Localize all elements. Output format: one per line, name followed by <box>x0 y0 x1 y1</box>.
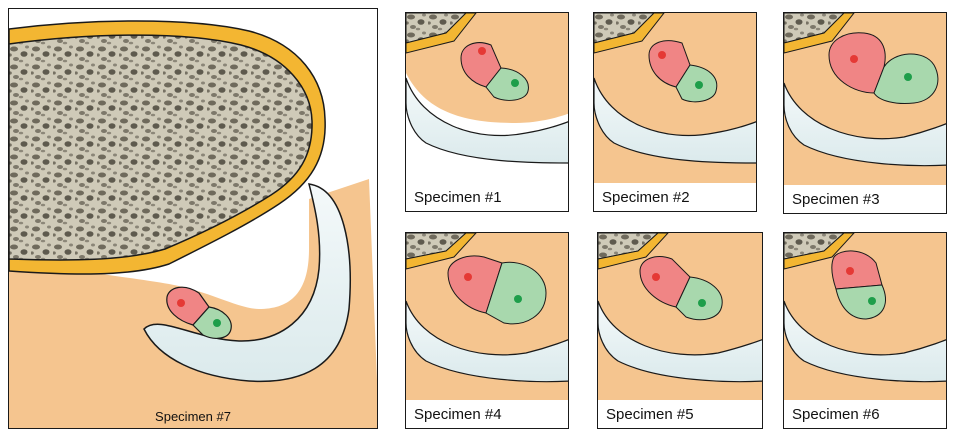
panel-caption: Specimen #4 <box>414 406 502 423</box>
specimen-5-illustration <box>598 233 763 429</box>
panel-caption: Specimen #1 <box>414 189 502 206</box>
panel-caption: Specimen #6 <box>792 406 880 423</box>
panel-specimen-6: Specimen #6 <box>783 232 947 429</box>
specimen-1-illustration <box>406 13 569 212</box>
specimen-4-illustration <box>406 233 569 429</box>
panel-caption: Specimen #7 <box>9 409 377 424</box>
panel-specimen-5: Specimen #5 <box>597 232 763 429</box>
specimen-2-illustration <box>594 13 757 212</box>
trabecular-bone <box>9 35 312 260</box>
panel-specimen-3: Specimen #3 <box>783 12 947 214</box>
panel-caption: Specimen #2 <box>602 189 690 206</box>
panel-caption: Specimen #3 <box>792 191 880 208</box>
panel-caption: Specimen #5 <box>606 406 694 423</box>
specimen-3-illustration <box>784 13 947 214</box>
panel-specimen-2: Specimen #2 <box>593 12 757 212</box>
specimen-7-illustration <box>9 9 378 429</box>
red-dot <box>177 299 185 307</box>
green-dot <box>213 319 221 327</box>
panel-specimen-7: Specimen #7 <box>8 8 378 429</box>
panel-specimen-4: Specimen #4 <box>405 232 569 429</box>
panel-specimen-1: Specimen #1 <box>405 12 569 212</box>
specimen-6-illustration <box>784 233 947 429</box>
